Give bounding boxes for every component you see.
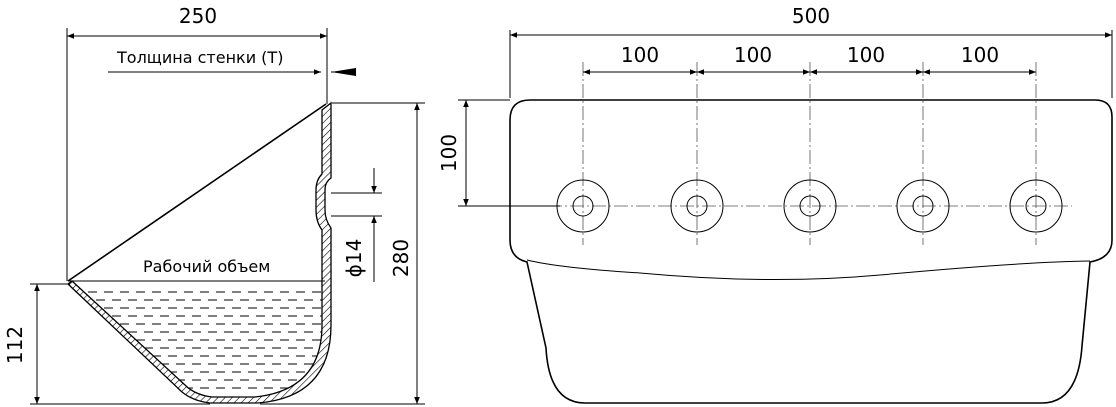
working-volume-fill — [72, 291, 322, 389]
pitch-label-3: 100 — [847, 43, 885, 67]
pitch-label-2: 100 — [734, 43, 772, 67]
mounting-hole-5 — [1009, 179, 1063, 233]
dim-280-label: 280 — [389, 239, 413, 277]
working-volume-label: Рабочий объем — [143, 257, 270, 276]
mounting-hole-2 — [670, 179, 724, 233]
bucket-front-outline — [509, 99, 1113, 404]
mounting-hole-1 — [556, 179, 610, 233]
dim-250-label: 250 — [179, 4, 217, 28]
bucket-lip-edge — [67, 103, 327, 282]
mounting-hole-3 — [783, 179, 837, 233]
side-view: 250 Толщина стенки (T) 280 ϕ14 Рабочий о… — [3, 4, 425, 405]
bucket-lower-curve — [526, 259, 1091, 281]
wall-thickness-label: Толщина стенки (T) — [116, 48, 283, 67]
dim-hole-height-label: 100 — [437, 134, 461, 172]
dim-112-label: 112 — [3, 326, 27, 364]
dim-500-label: 500 — [792, 4, 830, 28]
front-view: 500 100 100 100 100 100 — [437, 4, 1113, 404]
pitch-label-4: 100 — [961, 43, 999, 67]
hole-diameter-label: ϕ14 — [342, 239, 366, 278]
mounting-hole-4 — [896, 179, 950, 233]
pitch-label-1: 100 — [621, 43, 659, 67]
